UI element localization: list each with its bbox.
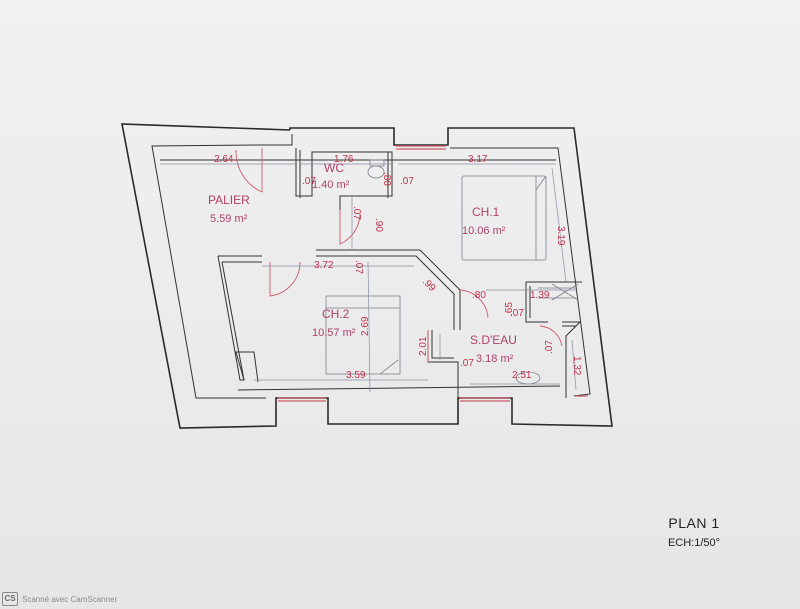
camscanner-logo-icon: CS <box>2 592 18 606</box>
dim-3-17: 3.17 <box>468 154 488 165</box>
room-palier-area: 5.59 m² <box>210 213 248 225</box>
room-wc-area: 1.40 m² <box>312 179 350 191</box>
room-ch1-name: CH.1 <box>472 205 500 219</box>
dim-07-bottom: .07 <box>460 358 474 369</box>
dim-2-01: 2.01 <box>418 336 429 356</box>
room-sdeau-name: S.D'EAU <box>470 333 517 347</box>
dim-07-wc-right: .07 <box>400 176 414 187</box>
dim-07-sd: .07 <box>510 308 524 319</box>
room-palier-name: PALIER <box>208 193 250 207</box>
dim-3-59: 3.59 <box>346 370 366 381</box>
doors <box>235 148 563 362</box>
outer-walls <box>121 123 613 429</box>
dim-2-69: 2.69 <box>360 316 371 336</box>
dim-1-32: 1.32 <box>571 356 582 376</box>
dim-07-vertical: .07 <box>351 206 362 220</box>
dim-1-39: 1.39 <box>530 290 550 301</box>
interior-walls <box>217 148 582 398</box>
dim-07-mid: .07 <box>353 260 364 274</box>
room-ch1-area: 10.06 m² <box>462 225 506 237</box>
dim-80-wc: .80 <box>381 172 392 186</box>
dimension-lines <box>160 163 577 393</box>
dim-1-76: 1.76 <box>334 154 354 165</box>
dim-3-19: 3.19 <box>555 226 566 246</box>
scanner-footer: CS Scanné avec CamScanner <box>2 592 117 606</box>
dim-07-wc-left: .07 <box>302 176 316 187</box>
dim-99: .99 <box>420 276 438 294</box>
title-block: PLAN 1 ECH:1/50° <box>644 515 744 549</box>
room-wc-name: WC <box>324 161 344 175</box>
room-sdeau-area: 3.18 m² <box>476 353 514 365</box>
dim-07-sd-right: .07 <box>544 340 555 354</box>
dim-90: .90 <box>373 218 384 232</box>
dimension-labels: 2.64 1.76 3.17 .07 .80 .07 .07 .90 3.19 … <box>214 154 582 381</box>
plan-title: PLAN 1 <box>668 515 720 531</box>
dim-2-64: 2.64 <box>214 154 234 165</box>
dim-80-ch2: .80 <box>472 290 486 301</box>
windows <box>278 145 588 402</box>
room-labels: PALIER 5.59 m² WC 1.40 m² CH.1 10.06 m² … <box>208 161 517 365</box>
dim-65: .65 <box>504 302 515 316</box>
dim-2-51: 2.51 <box>512 370 532 381</box>
dim-3-72: 3.72 <box>314 260 334 271</box>
footer-text: Scanné avec CamScanner <box>22 594 118 604</box>
room-ch2-area: 10.57 m² <box>312 327 356 339</box>
room-ch2-name: CH.2 <box>322 307 350 321</box>
plan-scale: ECH:1/50° <box>667 537 721 549</box>
furniture <box>325 159 579 385</box>
